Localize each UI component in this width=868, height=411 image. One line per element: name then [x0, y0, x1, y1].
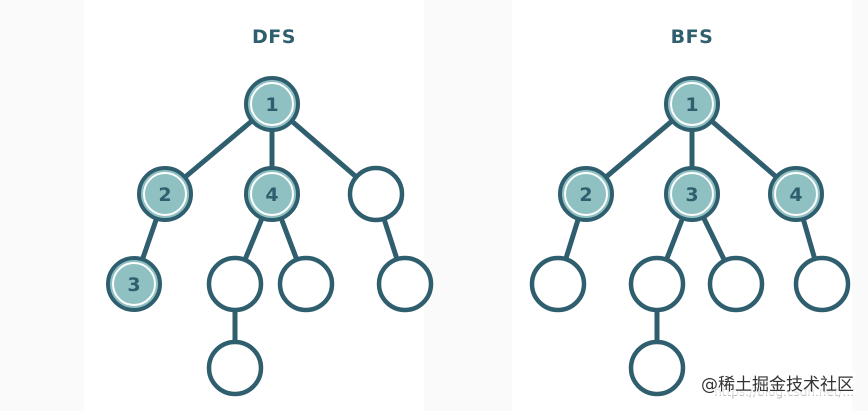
dfs-node-b1a — [206, 339, 264, 397]
dfs-edge-r-a — [182, 118, 255, 180]
bfs-edge-b-b1 — [663, 215, 686, 263]
dfs-node-r: 1 — [244, 76, 300, 132]
bfs-node-b1a — [628, 339, 686, 397]
bfs-node-c: 4 — [768, 166, 824, 222]
bfs-node-label-b: 3 — [685, 184, 698, 206]
dfs-node-label-b: 4 — [265, 184, 278, 206]
dfs-node-b: 4 — [244, 166, 300, 222]
bfs-node-a1 — [529, 255, 587, 313]
dfs-node-a1: 3 — [106, 256, 162, 312]
bfs-node-label-c: 4 — [789, 184, 802, 206]
dfs-edge-b-b1 — [242, 215, 265, 263]
dfs-node-a: 2 — [137, 166, 193, 222]
dfs-node-b2 — [277, 255, 335, 313]
bfs-node-c1 — [793, 255, 851, 313]
bfs-edge-c-c1 — [800, 216, 818, 262]
bfs-edge-a-a1 — [563, 216, 581, 262]
dfs-node-label-r: 1 — [265, 94, 278, 116]
bfs-edge-r-c — [709, 118, 779, 180]
dfs-node-c — [347, 165, 405, 223]
bfs-node-b1 — [628, 255, 686, 313]
bfs-node-r: 1 — [664, 76, 720, 132]
bfs-node-a: 2 — [558, 166, 614, 222]
bfs-edge-b-b2 — [700, 214, 728, 264]
bfs-title: BFS — [670, 26, 714, 48]
dfs-edge-c-c1 — [381, 216, 400, 262]
bfs-node-label-r: 1 — [685, 94, 698, 116]
dfs-node-label-a1: 3 — [127, 274, 140, 296]
bfs-edge-r-a — [603, 118, 675, 180]
dfs-node-c1 — [376, 255, 434, 313]
dfs-title: DFS — [252, 26, 296, 48]
dfs-edge-a-a1 — [139, 216, 160, 262]
dfs-node-label-a: 2 — [158, 184, 171, 206]
bfs-node-b2 — [707, 255, 765, 313]
bfs-node-label-a: 2 — [579, 184, 592, 206]
dfs-node-b1 — [206, 255, 264, 313]
bfs-node-b: 3 — [664, 166, 720, 222]
dfs-edge-r-c — [289, 118, 359, 180]
dfs-edge-b-b2 — [278, 215, 300, 263]
watermark-brand: @稀土掘金技术社区 — [699, 370, 856, 395]
